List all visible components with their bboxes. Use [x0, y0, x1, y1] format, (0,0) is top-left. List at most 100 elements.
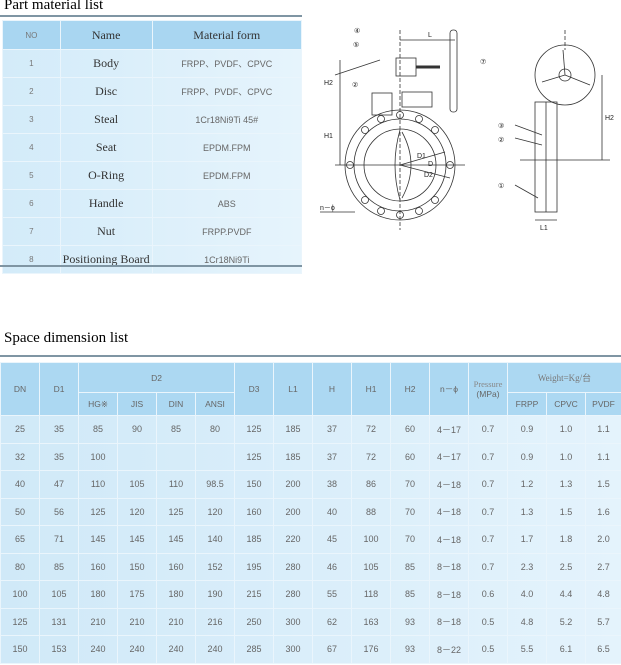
- cell-d2-jis: 145: [117, 525, 157, 554]
- cell-material: EPDM.FPM: [151, 161, 303, 190]
- cell-no: 5: [2, 161, 61, 190]
- cell-weight-cpvc: 2.5: [546, 552, 586, 581]
- cell-d2-ansi: 216: [195, 607, 235, 636]
- cell-d1: 105: [39, 580, 79, 609]
- cell-h: 37: [312, 415, 352, 444]
- cell-h2: 85: [390, 580, 430, 609]
- cell-d3: 185: [234, 525, 274, 554]
- cell-l1: 185: [273, 415, 313, 444]
- cell-h1: 163: [351, 607, 391, 636]
- cell-weight-frpp: 4.0: [507, 580, 547, 609]
- cell-h2: 93: [390, 607, 430, 636]
- cell-pressure: 0.7: [468, 525, 508, 554]
- dim-D: D: [428, 161, 433, 168]
- cell-weight-frpp: 5.5: [507, 635, 547, 664]
- cell-d3: 125: [234, 442, 274, 471]
- cell-no: 1: [2, 49, 61, 78]
- cell-d1: 85: [39, 552, 79, 581]
- cell-weight-frpp: 2.3: [507, 552, 547, 581]
- cell-d2-hg: 145: [78, 525, 118, 554]
- header-h: H: [312, 362, 352, 416]
- cell-no: 4: [2, 133, 61, 162]
- cell-weight-frpp: 1.3: [507, 497, 547, 526]
- cell-d2-ansi: 190: [195, 580, 235, 609]
- table-bottom-rule: [0, 265, 302, 267]
- cell-d2-hg: 210: [78, 607, 118, 636]
- cell-weight-pvdf: 6.5: [584, 635, 621, 664]
- cell-h1: 88: [351, 497, 391, 526]
- cell-d2-din: [156, 442, 196, 471]
- cell-pressure: 0.7: [468, 470, 508, 499]
- cell-d2-jis: 90: [117, 415, 157, 444]
- cell-weight-cpvc: 1.0: [546, 442, 586, 471]
- cell-d2-jis: 105: [117, 470, 157, 499]
- cell-h: 67: [312, 635, 352, 664]
- cell-d3: 125: [234, 415, 274, 444]
- valve-drawing: ④ ⑤ ② ⑦ L H2 H1 D1 D D2 n－ϕ ③ ② ① H2 L1: [320, 27, 614, 232]
- cell-d2-hg: 240: [78, 635, 118, 664]
- cell-weight-frpp: 0.9: [507, 415, 547, 444]
- cell-d1: 71: [39, 525, 79, 554]
- cell-l1: 220: [273, 525, 313, 554]
- callout-1: ①: [498, 182, 504, 190]
- cell-d2-hg: 110: [78, 470, 118, 499]
- cell-name: Body: [59, 49, 153, 78]
- cell-pressure: 0.5: [468, 635, 508, 664]
- cell-weight-pvdf: 1.1: [584, 442, 621, 471]
- title-divider-2: [0, 355, 621, 357]
- cell-n-phi: 8－22: [429, 635, 469, 664]
- cell-weight-cpvc: 1.3: [546, 470, 586, 499]
- cell-d2-ansi: 240: [195, 635, 235, 664]
- cell-weight-pvdf: 2.0: [584, 525, 621, 554]
- dim-L1: L1: [540, 225, 548, 232]
- cell-d2-hg: 85: [78, 415, 118, 444]
- cell-dn: 150: [0, 635, 40, 664]
- space-dimension-table: DN D1 D2 D3 L1 H H1 H2 n－ϕ Pressure(MPa)…: [0, 362, 621, 664]
- cell-pressure: 0.6: [468, 580, 508, 609]
- cell-weight-cpvc: 1.5: [546, 497, 586, 526]
- cell-d3: 150: [234, 470, 274, 499]
- cell-h1: 100: [351, 525, 391, 554]
- space-dimension-title: Space dimension list: [4, 330, 129, 346]
- cell-material: FRPP、PVDF、CPVC: [151, 77, 303, 106]
- cell-d3: 250: [234, 607, 274, 636]
- cell-weight-cpvc: 4.4: [546, 580, 586, 609]
- cell-dn: 50: [0, 497, 40, 526]
- cell-no: 2: [2, 77, 61, 106]
- cell-weight-frpp: 1.2: [507, 470, 547, 499]
- header-d2: D2: [78, 362, 235, 393]
- cell-d1: 35: [39, 442, 79, 471]
- cell-d2-ansi: 98.5: [195, 470, 235, 499]
- cell-d2-jis: 150: [117, 552, 157, 581]
- bolt-holes: [346, 111, 454, 219]
- cell-no: 6: [2, 189, 61, 218]
- header-l1: L1: [273, 362, 313, 416]
- header-h1: H1: [351, 362, 391, 416]
- cell-l1: 185: [273, 442, 313, 471]
- front-view: [320, 29, 465, 230]
- header-pressure: Pressure(MPa): [468, 362, 508, 416]
- cell-h: 37: [312, 442, 352, 471]
- cell-n-phi: 8－18: [429, 607, 469, 636]
- cell-dn: 32: [0, 442, 40, 471]
- cell-d3: 195: [234, 552, 274, 581]
- cell-d2-ansi: 152: [195, 552, 235, 581]
- cell-d2-din: 240: [156, 635, 196, 664]
- cell-d2-jis: 240: [117, 635, 157, 664]
- cell-n-phi: 4－17: [429, 415, 469, 444]
- cell-h1: 176: [351, 635, 391, 664]
- cell-weight-frpp: 0.9: [507, 442, 547, 471]
- cell-n-phi: 4－18: [429, 525, 469, 554]
- header-din: DIN: [156, 392, 196, 416]
- cell-weight-frpp: 1.7: [507, 525, 547, 554]
